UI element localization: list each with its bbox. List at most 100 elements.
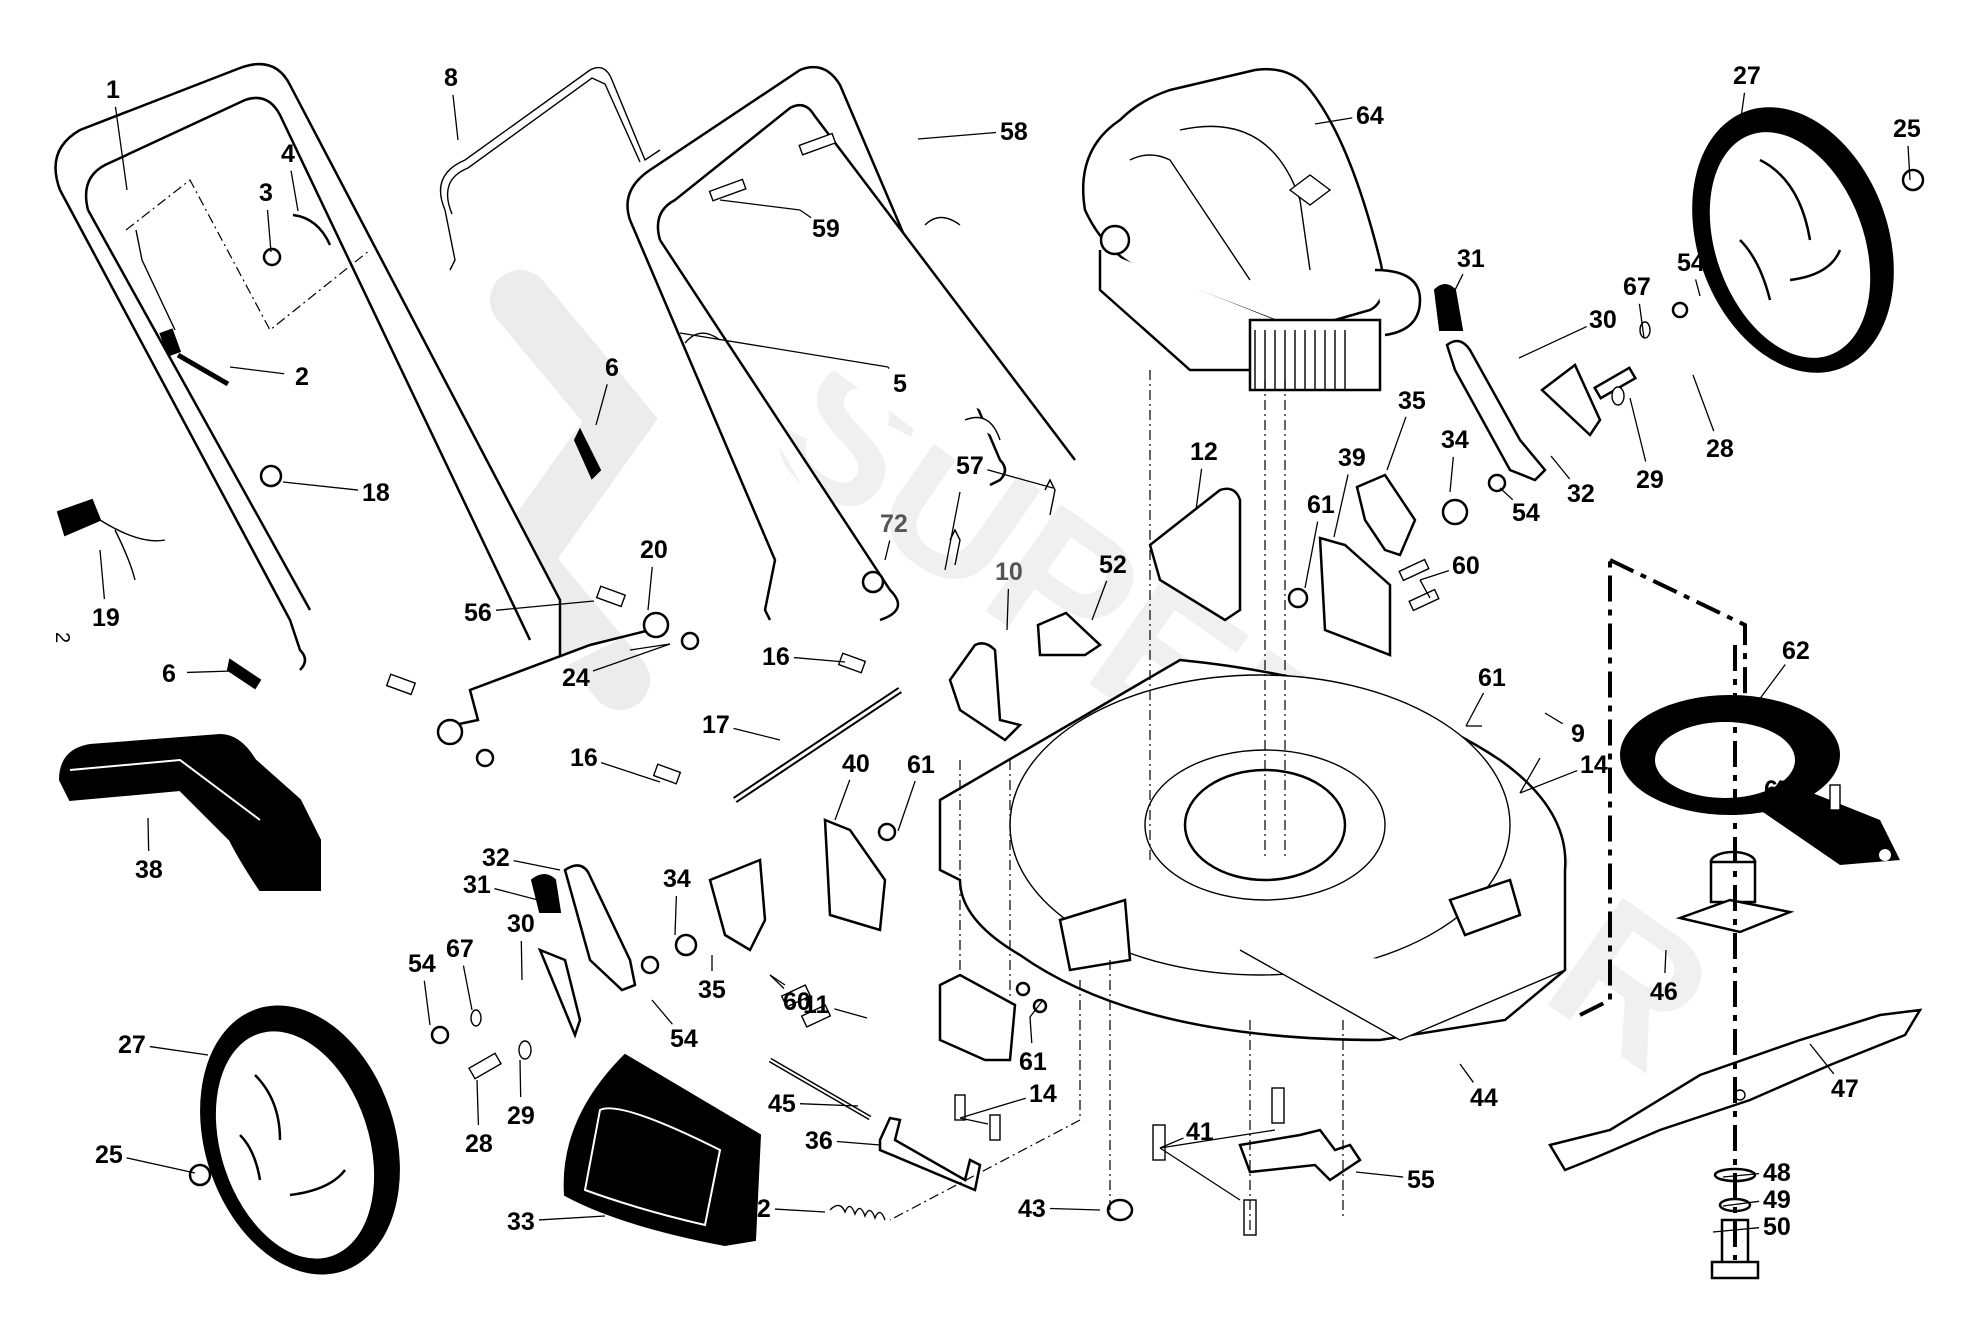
part-label-64[interactable]: 64 xyxy=(1356,102,1384,130)
part-label-28[interactable]: 28 xyxy=(465,1130,493,1158)
part-label-34[interactable]: 34 xyxy=(663,865,691,893)
baffle[interactable] xyxy=(1620,695,1900,865)
handle-bolts[interactable] xyxy=(708,132,837,202)
part-label-54[interactable]: 54 xyxy=(670,1025,698,1053)
handle-lower[interactable] xyxy=(626,65,1076,622)
rope-guide[interactable] xyxy=(56,498,166,581)
wheel-hardware-right[interactable] xyxy=(1433,284,1689,526)
part-label-14[interactable]: 14 xyxy=(1029,1080,1057,1108)
rear-discharge-cover[interactable] xyxy=(563,1053,762,1247)
nut[interactable] xyxy=(259,464,283,488)
part-label-60[interactable]: 60 xyxy=(783,988,811,1016)
hairpin-clips[interactable] xyxy=(949,478,1056,566)
part-label-59[interactable]: 59 xyxy=(812,215,840,243)
part-label-27[interactable]: 27 xyxy=(1733,62,1761,90)
part-label-19[interactable]: 19 xyxy=(92,604,120,632)
part-label-32[interactable]: 32 xyxy=(482,844,510,872)
part-label-1[interactable]: 1 xyxy=(106,76,120,104)
part-label-30[interactable]: 30 xyxy=(1589,306,1617,334)
part-label-63[interactable]: 63 xyxy=(1764,776,1792,804)
part-label-14[interactable]: 14 xyxy=(1580,751,1608,779)
link-assembly[interactable] xyxy=(385,585,700,768)
part-label-36[interactable]: 36 xyxy=(805,1127,833,1155)
spring[interactable] xyxy=(829,1204,886,1221)
height-plate-left[interactable] xyxy=(640,818,897,1028)
wheel-nut-left[interactable] xyxy=(188,1163,212,1187)
part-label-40[interactable]: 40 xyxy=(842,750,870,778)
hinge-rod[interactable] xyxy=(768,1057,872,1121)
part-label-16[interactable]: 16 xyxy=(762,643,790,671)
baffle-screw[interactable] xyxy=(1829,784,1841,811)
wheel-right[interactable] xyxy=(1657,79,1929,401)
part-label-58[interactable]: 58 xyxy=(1000,118,1028,146)
engine[interactable] xyxy=(1081,68,1422,392)
part-label-29[interactable]: 29 xyxy=(507,1102,535,1130)
part-label-56[interactable]: 56 xyxy=(464,599,492,627)
part-label-24[interactable]: 24 xyxy=(562,664,590,692)
part-label-5[interactable]: 5 xyxy=(893,370,907,398)
part-label-72[interactable]: 72 xyxy=(880,510,908,538)
handle-knob[interactable] xyxy=(226,427,602,690)
part-label-6[interactable]: 6 xyxy=(162,660,176,688)
part-label-52[interactable]: 52 xyxy=(1099,551,1127,579)
front-cover[interactable] xyxy=(58,733,321,891)
cable[interactable] xyxy=(135,229,230,387)
part-label-11[interactable]: 11 xyxy=(803,991,830,1019)
deck[interactable] xyxy=(938,658,1567,1042)
handle-upper[interactable] xyxy=(54,62,562,671)
part-label-3[interactable]: 3 xyxy=(259,179,273,207)
axle-rod[interactable] xyxy=(652,652,902,803)
part-label-4[interactable]: 4 xyxy=(281,140,295,168)
part-label-10[interactable]: 10 xyxy=(995,558,1023,586)
part-label-38[interactable]: 38 xyxy=(135,856,163,884)
part-label-55[interactable]: 55 xyxy=(1407,1166,1435,1194)
part-label-41[interactable]: 41 xyxy=(1186,1118,1214,1146)
part-label-8[interactable]: 8 xyxy=(444,64,458,92)
door-bracket[interactable] xyxy=(878,1116,982,1192)
part-label-48[interactable]: 48 xyxy=(1763,1159,1791,1187)
cable-guide[interactable] xyxy=(861,570,885,594)
part-label-60[interactable]: 60 xyxy=(1452,552,1480,580)
part-label-57[interactable]: 57 xyxy=(956,452,984,480)
part-label-25[interactable]: 25 xyxy=(95,1141,123,1169)
part-label-54[interactable]: 54 xyxy=(1677,249,1705,277)
part-label-25[interactable]: 25 xyxy=(1893,115,1921,143)
part-label-2[interactable]: 2 xyxy=(295,363,309,391)
cable-clip[interactable] xyxy=(292,213,332,246)
part-label-62[interactable]: 62 xyxy=(1782,637,1810,665)
part-label-67[interactable]: 67 xyxy=(1623,273,1651,301)
wheel-nut-right[interactable] xyxy=(1901,168,1925,192)
height-plate-right[interactable] xyxy=(1287,473,1440,657)
part-label-61[interactable]: 61 xyxy=(1307,491,1335,519)
part-label-31[interactable]: 31 xyxy=(1457,245,1485,273)
handle-bracket-left[interactable] xyxy=(948,642,1023,742)
part-label-30[interactable]: 30 xyxy=(507,910,535,938)
part-label-17[interactable]: 17 xyxy=(702,711,730,739)
part-label-18[interactable]: 18 xyxy=(362,479,390,507)
part-label-33[interactable]: 33 xyxy=(507,1208,535,1236)
part-label-35[interactable]: 35 xyxy=(1398,387,1426,415)
part-label-16[interactable]: 16 xyxy=(570,744,598,772)
part-label-6[interactable]: 6 xyxy=(605,354,619,382)
part-label-27[interactable]: 27 xyxy=(118,1031,146,1059)
handle-bracket-right[interactable] xyxy=(1148,487,1242,622)
part-label-39[interactable]: 39 xyxy=(1338,444,1366,472)
part-label-45[interactable]: 45 xyxy=(768,1090,796,1118)
control-bail[interactable] xyxy=(439,66,661,271)
deck-bolts[interactable] xyxy=(1106,1087,1362,1236)
part-label-31[interactable]: 31 xyxy=(463,871,491,899)
deflector-tab[interactable] xyxy=(1036,611,1103,657)
part-label-34[interactable]: 34 xyxy=(1441,426,1469,454)
part-label-44[interactable]: 44 xyxy=(1470,1084,1498,1112)
part-label-12[interactable]: 12 xyxy=(1190,438,1218,466)
wheel-left[interactable] xyxy=(167,979,433,1300)
part-label-67[interactable]: 67 xyxy=(446,935,474,963)
screw[interactable] xyxy=(262,247,282,267)
wheel-hardware-left[interactable] xyxy=(430,864,637,1080)
part-label-20[interactable]: 20 xyxy=(640,536,668,564)
part-label-29[interactable]: 29 xyxy=(1636,466,1664,494)
part-label-54[interactable]: 54 xyxy=(408,950,436,978)
part-label-61[interactable]: 61 xyxy=(907,751,935,779)
part-label-46[interactable]: 46 xyxy=(1650,978,1678,1006)
part-label-9[interactable]: 9 xyxy=(1571,720,1585,748)
